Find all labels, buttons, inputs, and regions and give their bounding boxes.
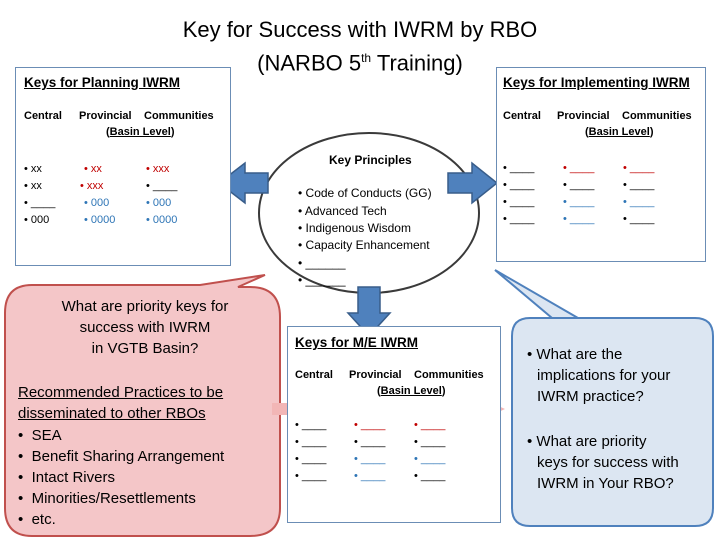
implementing-cell: • ____ xyxy=(563,213,595,225)
planning-cell: • 000 xyxy=(84,197,110,209)
planning-cell: • xxx xyxy=(80,180,104,192)
pink-speech-bubble xyxy=(4,274,281,537)
blue-question-2: • What are priority keys for success wit… xyxy=(527,433,679,492)
implementing-title: Keys for Implementing IWRM xyxy=(503,75,690,90)
pink-list: • SEA • Benefit Sharing Arrangement • In… xyxy=(18,425,224,530)
implementing-cell: • ____ xyxy=(563,179,595,191)
implementing-cell: • ____ xyxy=(563,162,595,174)
planning-cell: • ____ xyxy=(24,197,56,209)
arrow-down xyxy=(346,286,392,338)
me-basin-level: (Basin Level) xyxy=(377,385,446,397)
blue-question-1: • What are the implications for your IWR… xyxy=(527,346,671,405)
pink-recommended: Recommended Practices to be disseminated… xyxy=(18,384,224,422)
arrow-right xyxy=(447,161,499,205)
implementing-cell: • ____ xyxy=(623,196,655,208)
implementing-basin-level-text: Basin Level xyxy=(588,126,650,138)
planning-basin-level-text: Basin Level xyxy=(109,126,171,138)
me-cell: • ____ xyxy=(354,453,386,465)
principle-item: • Capacity Enhancement xyxy=(298,238,430,252)
me-basin-level-text: Basin Level xyxy=(380,385,442,397)
principle-item: • ______ xyxy=(298,273,346,287)
me-cell: • ____ xyxy=(414,453,446,465)
planning-basin-level: (Basin Level) xyxy=(106,126,175,138)
planning-cell: • xx xyxy=(24,180,42,192)
planning-title: Keys for Planning IWRM xyxy=(24,75,181,90)
pink-list-item: • Benefit Sharing Arrangement xyxy=(18,448,225,465)
implementing-col-communities: Communities xyxy=(622,110,692,122)
me-cell: • ____ xyxy=(295,436,327,448)
implementing-box: Keys for Implementing IWRM Central Provi… xyxy=(496,67,706,262)
me-cell: • ____ xyxy=(414,436,446,448)
planning-cell: • xx xyxy=(24,163,42,175)
implementing-cell: • ____ xyxy=(503,179,535,191)
blue-speech-bubble xyxy=(494,269,714,527)
pink-list-item: • etc. xyxy=(18,511,56,528)
me-col-provincial: Provincial xyxy=(349,369,402,381)
implementing-cell: • ____ xyxy=(623,179,655,191)
principle-item: • ______ xyxy=(298,256,346,270)
subtitle-sup: th xyxy=(361,51,372,65)
me-cell: • ____ xyxy=(354,436,386,448)
principles-title: Key Principles xyxy=(329,153,412,167)
pink-list-item: • Minorities/Resettlements xyxy=(18,490,196,507)
planning-cell: • 000 xyxy=(146,197,172,209)
implementing-cell: • ____ xyxy=(503,196,535,208)
planning-cell: • 0000 xyxy=(146,214,178,226)
arrow-left xyxy=(217,161,269,205)
planning-box: Keys for Planning IWRM Central Provincia… xyxy=(15,67,231,266)
implementing-cell: • ____ xyxy=(503,162,535,174)
planning-cell: • xxx xyxy=(146,163,170,175)
pink-list-item: • Intact Rivers xyxy=(18,469,115,486)
principle-item: • Code of Conducts (GG) xyxy=(298,186,432,200)
me-cell: • ____ xyxy=(354,470,386,482)
planning-cell: • xx xyxy=(84,163,102,175)
subtitle-suffix: Training) xyxy=(371,50,463,76)
me-title: Keys for M/E IWRM xyxy=(295,335,419,350)
implementing-cell: • ____ xyxy=(623,213,655,225)
pink-list-item: • SEA xyxy=(18,427,62,444)
principle-item: • Advanced Tech xyxy=(298,204,387,218)
me-box: Keys for M/E IWRM Central Provincial Com… xyxy=(287,326,501,523)
planning-col-communities: Communities xyxy=(144,110,214,122)
me-cell: • ____ xyxy=(414,419,446,431)
planning-cell: • 000 xyxy=(24,214,50,226)
planning-col-central: Central xyxy=(24,110,62,122)
me-cell: • ____ xyxy=(295,419,327,431)
subtitle-prefix: (NARBO 5 xyxy=(257,50,362,76)
implementing-cell: • ____ xyxy=(563,196,595,208)
me-cell: • ____ xyxy=(354,419,386,431)
principle-item: • Indigenous Wisdom xyxy=(298,221,411,235)
me-cell: • ____ xyxy=(295,470,327,482)
pink-question: What are priority keys for success with … xyxy=(61,298,229,357)
planning-cell: • ____ xyxy=(146,180,178,192)
planning-col-provincial: Provincial xyxy=(79,110,132,122)
implementing-col-central: Central xyxy=(503,110,541,122)
implementing-cell: • ____ xyxy=(503,213,535,225)
me-col-communities: Communities xyxy=(414,369,484,381)
planning-cell: • 0000 xyxy=(84,214,116,226)
implementing-cell: • ____ xyxy=(623,162,655,174)
page-title: Key for Success with IWRM by RBO xyxy=(182,17,538,42)
me-col-central: Central xyxy=(295,369,333,381)
implementing-col-provincial: Provincial xyxy=(557,110,610,122)
page-subtitle: (NARBO 5th Training) xyxy=(0,44,720,77)
me-cell: • ____ xyxy=(295,453,327,465)
implementing-basin-level: (Basin Level) xyxy=(585,126,654,138)
me-cell: • ____ xyxy=(414,470,446,482)
